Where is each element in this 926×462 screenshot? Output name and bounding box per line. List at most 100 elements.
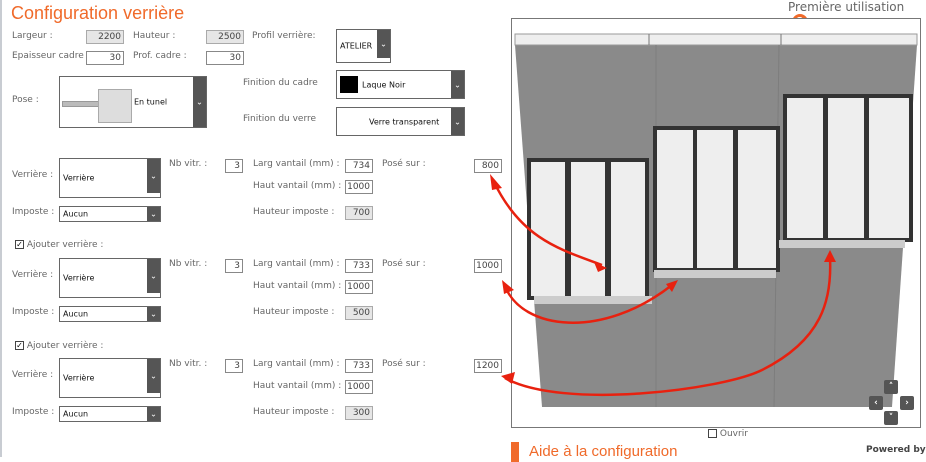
nav-left-button[interactable]: ‹ — [869, 396, 883, 410]
finition-cadre-select[interactable]: Laque Noir ⌄ — [336, 70, 465, 99]
epaisseur-input[interactable]: 30 — [86, 51, 124, 65]
ajouter-label: Ajouter verrière : — [26, 341, 104, 351]
hauteur-label: Hauteur : — [133, 31, 176, 41]
larg-vantail-label: Larg vantail (mm) : — [253, 259, 340, 269]
verriere-value: Verrière — [63, 173, 95, 183]
nb-vitr-label: Nb vitr. : — [169, 359, 208, 369]
haut-vantail-label: Haut vantail (mm) : — [253, 281, 342, 291]
finition-verre-value: Verre transparent — [369, 117, 440, 126]
imposte-label: Imposte : — [12, 307, 55, 317]
verriere-label: Verrière : — [12, 270, 54, 280]
larg-vantail-input[interactable]: 734 — [345, 159, 373, 173]
haut-vantail-label: Haut vantail (mm) : — [253, 181, 342, 191]
verriere-select[interactable]: Verrière ⌄ — [59, 358, 161, 398]
larg-vantail-label: Larg vantail (mm) : — [253, 359, 340, 369]
pose-label: Pose : — [12, 95, 39, 105]
larg-vantail-input[interactable]: 733 — [345, 359, 373, 373]
aide-title: Aide à la configuration — [529, 443, 678, 460]
hauteur-imposte-label: Hauteur imposte : — [253, 307, 335, 317]
hauteur-imposte-label: Hauteur imposte : — [253, 207, 335, 217]
page-title: Configuration verrière — [11, 3, 185, 23]
imposte-label: Imposte : — [12, 207, 55, 217]
nb-vitr-input[interactable]: 3 — [225, 159, 243, 173]
hauteur-imposte-input[interactable]: 700 — [345, 206, 373, 220]
checkbox-unchecked[interactable] — [708, 429, 717, 438]
chevron-down-icon: ⌄ — [377, 30, 390, 58]
hauteur-imposte-input[interactable]: 300 — [345, 406, 373, 420]
aide-accent-bar — [511, 442, 519, 462]
largeur-label: Largeur : — [12, 31, 53, 41]
hauteur-imposte-label: Hauteur imposte : — [253, 407, 335, 417]
window-3 — [779, 94, 913, 248]
pose-sur-label: Posé sur : — [382, 159, 426, 169]
imposte-select[interactable]: Aucun ⌄ — [59, 206, 161, 222]
imposte-select[interactable]: Aucun ⌄ — [59, 306, 161, 322]
arrows — [492, 181, 832, 396]
imposte-value: Aucun — [63, 209, 89, 219]
pose-sur-input[interactable]: 1000 — [474, 259, 502, 273]
finition-cadre-value: Laque Noir — [362, 80, 406, 89]
larg-vantail-label: Larg vantail (mm) : — [253, 159, 340, 169]
haut-vantail-input[interactable]: 1000 — [345, 380, 373, 394]
verriere-value: Verrière — [63, 273, 95, 283]
imposte-value: Aucun — [63, 309, 89, 319]
pose-sur-label: Posé sur : — [382, 359, 426, 369]
window-1 — [527, 158, 652, 304]
pose-sur-input[interactable]: 800 — [474, 159, 502, 173]
epaisseur-label: Epaisseur cadre : — [12, 51, 90, 61]
ajouter-verriere-2[interactable]: ✓ Ajouter verrière : — [15, 341, 103, 351]
chevron-down-icon: ⌄ — [451, 71, 464, 98]
chevron-down-icon: ⌄ — [147, 407, 160, 421]
verriere-select[interactable]: Verrière ⌄ — [59, 158, 161, 198]
verriere-value: Verrière — [63, 373, 95, 383]
nav-up-button[interactable]: ˄ — [884, 380, 898, 394]
chevron-down-icon: ⌄ — [451, 108, 464, 135]
pose-value: En tunel — [134, 97, 168, 107]
pose-select[interactable]: En tunel ⌄ — [59, 76, 207, 128]
largeur-input[interactable]: 2200 — [86, 30, 124, 44]
verriere-select[interactable]: Verrière ⌄ — [59, 258, 161, 298]
haut-vantail-input[interactable]: 1000 — [345, 280, 373, 294]
hauteur-imposte-input[interactable]: 500 — [345, 306, 373, 320]
window-2 — [653, 126, 780, 278]
profil-select[interactable]: ATELIER ⌄ — [336, 29, 391, 63]
larg-vantail-input[interactable]: 733 — [345, 259, 373, 273]
profil-value: ATELIER — [340, 41, 373, 51]
pose-tunnel-image — [62, 87, 132, 123]
nb-vitr-label: Nb vitr. : — [169, 159, 208, 169]
nb-vitr-input[interactable]: 3 — [225, 359, 243, 373]
ajouter-verriere-1[interactable]: ✓ Ajouter verrière : — [15, 240, 103, 250]
nb-vitr-input[interactable]: 3 — [225, 259, 243, 273]
chevron-down-icon: ⌄ — [147, 207, 160, 221]
hauteur-input[interactable]: 2500 — [206, 30, 244, 44]
color-swatch — [340, 76, 358, 93]
finition-verre-label: Finition du verre — [243, 114, 317, 124]
chevron-down-icon: ⌄ — [147, 259, 160, 293]
checkbox-checked[interactable]: ✓ — [15, 240, 24, 249]
pose-sur-input[interactable]: 1200 — [474, 359, 502, 373]
nav-right-button[interactable]: › — [900, 396, 914, 410]
haut-vantail-input[interactable]: 1000 — [345, 180, 373, 194]
chevron-down-icon: ⌄ — [147, 159, 160, 193]
first-use-label: Première utilisation — [788, 0, 905, 14]
chevron-down-icon: ⌄ — [147, 307, 160, 321]
imposte-value: Aucun — [63, 409, 89, 419]
ouvrir-label: Ouvrir — [719, 429, 748, 439]
profil-label: Profil verrière: — [252, 31, 316, 41]
finition-verre-select[interactable]: Verre transparent ⌄ — [336, 107, 465, 136]
top-frame — [514, 33, 918, 46]
powered-by: Powered by — [866, 445, 926, 455]
chevron-down-icon: ⌄ — [147, 359, 160, 393]
prof-label: Prof. cadre : — [133, 51, 187, 61]
nav-down-button[interactable]: ˅ — [884, 411, 898, 425]
haut-vantail-label: Haut vantail (mm) : — [253, 381, 342, 391]
prof-input[interactable]: 30 — [206, 51, 244, 65]
pose-sur-label: Posé sur : — [382, 259, 426, 269]
checkbox-checked[interactable]: ✓ — [15, 341, 24, 350]
verriere-label: Verrière : — [12, 170, 54, 180]
verriere-label: Verrière : — [12, 370, 54, 380]
imposte-select[interactable]: Aucun ⌄ — [59, 406, 161, 422]
ouvrir-checkbox[interactable]: Ouvrir — [708, 429, 748, 439]
imposte-label: Imposte : — [12, 407, 55, 417]
